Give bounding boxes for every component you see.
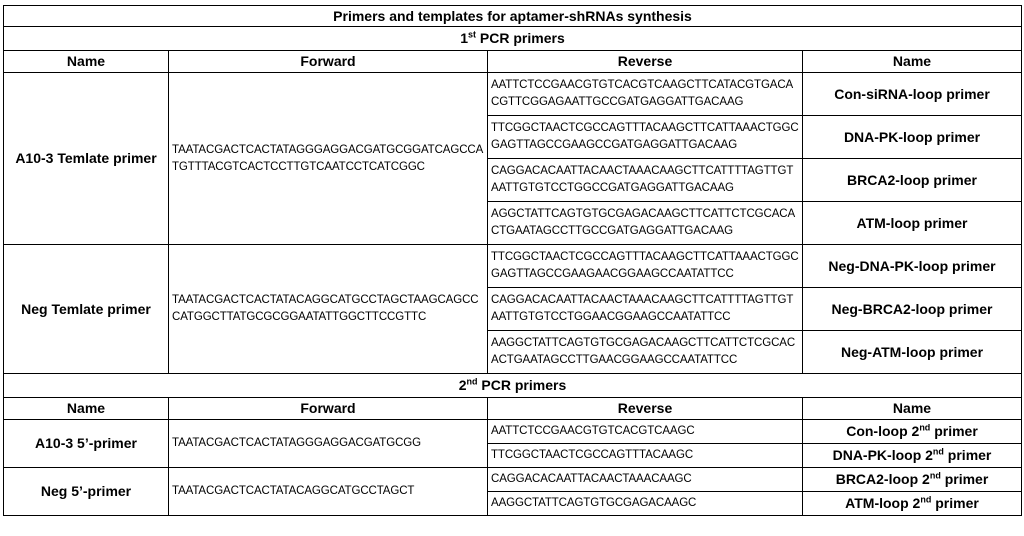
primer-name: Neg-ATM-loop primer xyxy=(802,330,1022,374)
section-heading-2nd-pcr: 2nd PCR primers xyxy=(3,373,1022,398)
reverse-sequence: AATTCTCCGAACGTGTCACGTCAAGC xyxy=(487,419,803,444)
primer-name-post: primer xyxy=(931,495,979,511)
section-sup: nd xyxy=(466,376,478,387)
section-heading-1st-pcr: 1st PCR primers xyxy=(3,26,1022,51)
table-row: CAGGACACAATTACAACTAAACAAGCTTCATTTTAGTTGT… xyxy=(4,158,1022,202)
reverse-sequence: TTCGGCTAACTCGCCAGTTTACAAGCTTCATTAAACTGGC… xyxy=(487,244,803,288)
column-header-forward: Forward xyxy=(168,50,488,73)
forward-sequence: TAATACGACTCACTATACAGGCATGCCTAGCT xyxy=(168,467,488,516)
reverse-sequence: AAGGCTATTCAGTGTGCGAGACAAGCTTCATTCTCGCACA… xyxy=(487,330,803,374)
column-header-name: Name xyxy=(3,397,169,420)
table-row: AGGCTATTCAGTGTGCGAGACAAGCTTCATTCTCGCACAC… xyxy=(4,201,1022,245)
table-row: AAGGCTATTCAGTGTGCGAGACAAGCTTCATTCTCGCACA… xyxy=(4,330,1022,374)
column-header-name-2: Name xyxy=(802,397,1022,420)
primer-name-sup: nd xyxy=(932,446,944,457)
reverse-sequence: CAGGACACAATTACAACTAAACAAGC xyxy=(487,467,803,492)
table-row: Neg 5’-primer TAATACGACTCACTATACAGGCATGC… xyxy=(3,467,1022,516)
primer-name-sup: nd xyxy=(929,470,941,481)
table-row: TTCGGCTAACTCGCCAGTTTACAAGC DNA-PK-loop 2… xyxy=(4,443,1022,468)
reverse-sequence: CAGGACACAATTACAACTAAACAAGCTTCATTTTAGTTGT… xyxy=(487,158,803,202)
primer-name: DNA-PK-loop primer xyxy=(802,115,1022,159)
reverse-sequence: TTCGGCTAACTCGCCAGTTTACAAGC xyxy=(487,443,803,468)
table-row: CAGGACACAATTACAACTAAACAAGCTTCATTTTAGTTGT… xyxy=(4,287,1022,331)
primer-name-sup: nd xyxy=(920,494,932,505)
column-header-forward: Forward xyxy=(168,397,488,420)
forward-sequence: TAATACGACTCACTATAGGGAGGACGATGCGGATCAGCCA… xyxy=(168,72,488,245)
table-row: A10-3 Temlate primer TAATACGACTCACTATAGG… xyxy=(3,72,1022,245)
primer-name: Con-loop 2nd primer xyxy=(802,419,1022,444)
primer-name: ATM-loop 2nd primer xyxy=(802,491,1022,516)
primer-name: Neg-DNA-PK-loop primer xyxy=(802,244,1022,288)
section-num: 2 xyxy=(458,377,467,393)
section-text: PCR primers xyxy=(476,30,565,46)
table-row: TTCGGCTAACTCGCCAGTTTACAAGCTTCATTAAACTGGC… xyxy=(4,115,1022,159)
primer-table: Primers and templates for aptamer-shRNAs… xyxy=(3,5,1022,516)
primer-name: Con-siRNA-loop primer xyxy=(802,72,1022,116)
primer-name: BRCA2-loop 2nd primer xyxy=(802,467,1022,492)
primer-name-pre: BRCA2-loop 2 xyxy=(835,471,930,487)
primer-name-pre: ATM-loop 2 xyxy=(845,495,921,511)
forward-sequence: TAATACGACTCACTATACAGGCATGCCTAGCTAAGCAGCC… xyxy=(168,244,488,374)
table-row: Neg Temlate primer TAATACGACTCACTATACAGG… xyxy=(3,244,1022,374)
section-sup: st xyxy=(468,29,477,40)
template-name: A10-3 Temlate primer xyxy=(3,72,169,245)
primer-name-sup: nd xyxy=(919,422,931,433)
primer-name: DNA-PK-loop 2nd primer xyxy=(802,443,1022,468)
reverse-sequence: AGGCTATTCAGTGTGCGAGACAAGCTTCATTCTCGCACAC… xyxy=(487,201,803,245)
primer-group-name: Neg 5’-primer xyxy=(3,467,169,516)
column-header-name: Name xyxy=(3,50,169,73)
primer-name-post: primer xyxy=(930,423,978,439)
table-row: A10-3 5’-primer TAATACGACTCACTATAGGGAGGA… xyxy=(3,419,1022,468)
section-num: 1 xyxy=(460,30,469,46)
table-title: Primers and templates for aptamer-shRNAs… xyxy=(3,5,1022,27)
reverse-sequence: AATTCTCCGAACGTGTCACGTCAAGCTTCATACGTGACAC… xyxy=(487,72,803,116)
primer-name-pre: Con-loop 2 xyxy=(846,423,920,439)
primer-name: Neg-BRCA2-loop primer xyxy=(802,287,1022,331)
primer-group-name: A10-3 5’-primer xyxy=(3,419,169,468)
reverse-sequence: TTCGGCTAACTCGCCAGTTTACAAGCTTCATTAAACTGGC… xyxy=(487,115,803,159)
forward-sequence: TAATACGACTCACTATAGGGAGGACGATGCGG xyxy=(168,419,488,468)
column-header-reverse: Reverse xyxy=(487,397,803,420)
reverse-sequence: CAGGACACAATTACAACTAAACAAGCTTCATTTTAGTTGT… xyxy=(487,287,803,331)
template-name: Neg Temlate primer xyxy=(3,244,169,374)
primer-name-post: primer xyxy=(940,471,989,487)
primer-name: ATM-loop primer xyxy=(802,201,1022,245)
column-header-name-2: Name xyxy=(802,50,1022,73)
primer-name-pre: DNA-PK-loop 2 xyxy=(832,447,933,463)
primer-name: BRCA2-loop primer xyxy=(802,158,1022,202)
column-header-reverse: Reverse xyxy=(487,50,803,73)
reverse-sequence: AAGGCTATTCAGTGTGCGAGACAAGC xyxy=(487,491,803,516)
primer-name-post: primer xyxy=(943,447,992,463)
section-text: PCR primers xyxy=(477,377,567,393)
table-row: AAGGCTATTCAGTGTGCGAGACAAGC ATM-loop 2nd … xyxy=(4,491,1022,516)
